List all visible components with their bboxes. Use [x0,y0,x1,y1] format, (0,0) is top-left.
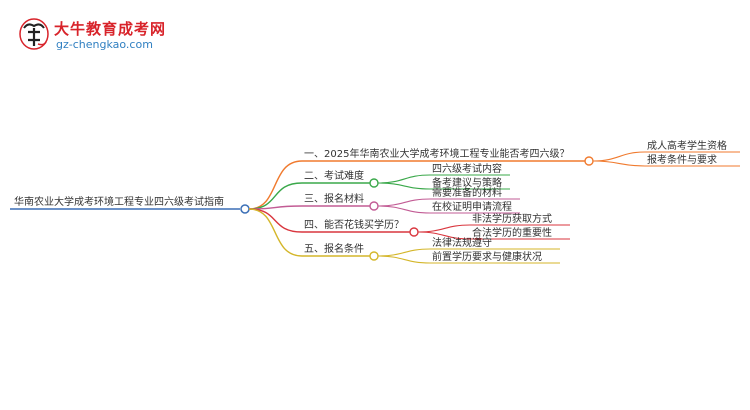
child-connector-4-2 [417,231,471,240]
child-label-1-1: 成人高考学生资格 [647,139,727,152]
branch-label-1: 一、2025年华南农业大学成考环境工程专业能否考四六级？ [304,147,569,160]
child-connector-3-1 [377,198,431,207]
branch-node-circle-2[interactable] [369,178,379,188]
child-connector-5-2 [377,255,431,264]
child-label-1-2: 报考条件与要求 [647,153,717,166]
branch-connector-4 [248,208,303,233]
child-connector-2-1 [377,174,431,184]
child-connector-3-2 [377,205,431,214]
branch-label-4: 四、能否花钱买学历？ [304,218,404,231]
child-label-3-2: 在校证明申请流程 [432,200,512,213]
child-connector-4-1 [417,224,471,233]
child-label-5-1: 法律法规遵守 [432,236,492,249]
site-logo: 大牛教育成考网 gz-chengkao.com [18,16,168,56]
branch-node-circle-1[interactable] [584,156,594,166]
branch-connector-2 [248,182,303,210]
child-label-3-1: 需要准备的材料 [432,186,502,199]
branch-node-circle-5[interactable] [369,251,379,261]
bull-logo-icon [19,18,49,50]
logo-url: gz-chengkao.com [56,38,153,51]
child-connector-1-1 [592,151,646,162]
root-node-circle[interactable] [240,204,250,214]
child-label-4-1: 非法学历获取方式 [472,212,552,225]
child-label-2-1: 四六级考试内容 [432,162,502,175]
child-connector-5-1 [377,248,431,257]
branch-node-circle-3[interactable] [369,201,379,211]
logo-title: 大牛教育成考网 [54,20,167,38]
branch-node-circle-4[interactable] [409,227,419,237]
child-connector-1-2 [592,160,646,167]
branch-label-3: 三、报名材料 [304,192,364,205]
branch-connector-5 [248,208,303,257]
child-label-2-2: 备考建议与策略 [432,176,502,189]
branch-label-5: 五、报名条件 [304,242,364,255]
child-label-4-2: 合法学历的重要性 [472,226,552,239]
child-label-5-2: 前置学历要求与健康状况 [432,250,542,263]
root-topic-label: 华南农业大学成考环境工程专业四六级考试指南 [14,195,224,208]
branch-connector-1 [248,160,303,210]
child-connector-2-2 [377,182,431,190]
branch-label-2: 二、考试难度 [304,169,364,182]
